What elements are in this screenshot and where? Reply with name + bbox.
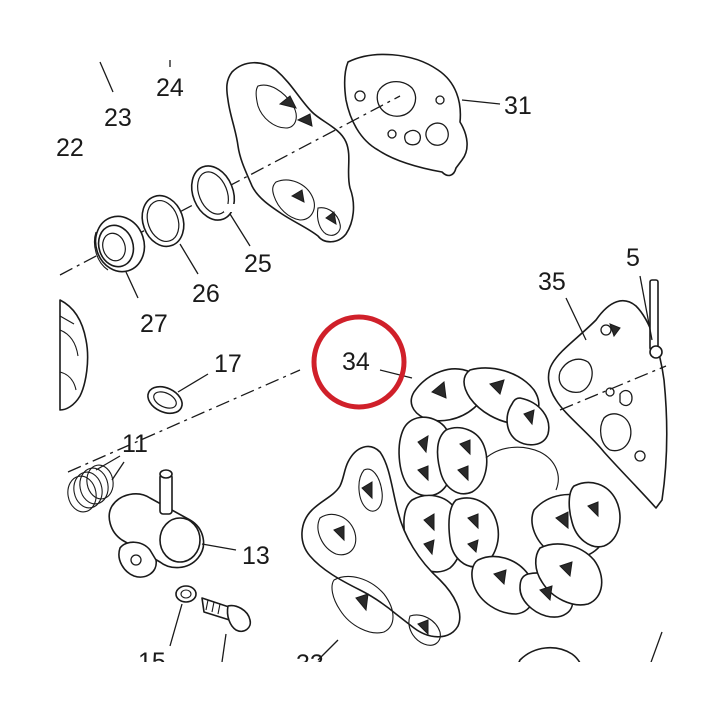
bottom-crop-mask (0, 662, 720, 720)
part-13-lever (108, 469, 205, 578)
part-35-plate (547, 299, 668, 509)
label-23: 23 (104, 104, 132, 132)
label-34: 34 (342, 348, 370, 376)
label-11: 11 (122, 430, 148, 458)
leader-26 (179, 243, 199, 275)
leader-31 (461, 99, 501, 105)
label-27: 27 (140, 310, 168, 338)
label-25: 25 (244, 250, 272, 278)
leader-15 (169, 603, 183, 647)
part-31-plate (343, 53, 468, 177)
part-upper-bracket (226, 61, 355, 243)
axis-line-right (559, 365, 667, 411)
leader-5 (639, 275, 653, 341)
axis-line-lower (67, 369, 301, 473)
part-25-snap-ring (190, 165, 236, 221)
leader-35 (565, 297, 587, 341)
label-26: 26 (192, 280, 220, 308)
label-35: 35 (538, 268, 566, 296)
part-housing-partial (59, 299, 89, 411)
label-22: 22 (56, 134, 84, 162)
leader-34 (379, 369, 413, 379)
label-13: 13 (242, 542, 270, 570)
part-26-ring (141, 194, 185, 248)
label-24: 24 (156, 74, 184, 102)
leader-23 (99, 61, 114, 93)
part-34-damper (398, 367, 621, 618)
leader-33 (317, 639, 339, 661)
part-17-washer (147, 385, 183, 415)
label-31: 31 (504, 92, 532, 120)
label-17: 17 (214, 350, 242, 378)
part-bolt (201, 597, 252, 663)
part-27-oil-seal (93, 215, 146, 273)
part-11-spring (67, 464, 114, 513)
part-15-washer (175, 585, 197, 603)
part-5-pin (649, 279, 663, 359)
label-5: 5 (626, 244, 640, 272)
highlight-circle (311, 314, 407, 410)
leader-27 (125, 271, 139, 299)
leader-11a (95, 455, 121, 471)
leader-11b (111, 461, 125, 481)
leader-25 (229, 213, 251, 247)
leader-17 (177, 373, 209, 393)
part-33-lower-shoe (301, 445, 461, 646)
leader-13 (201, 543, 237, 551)
